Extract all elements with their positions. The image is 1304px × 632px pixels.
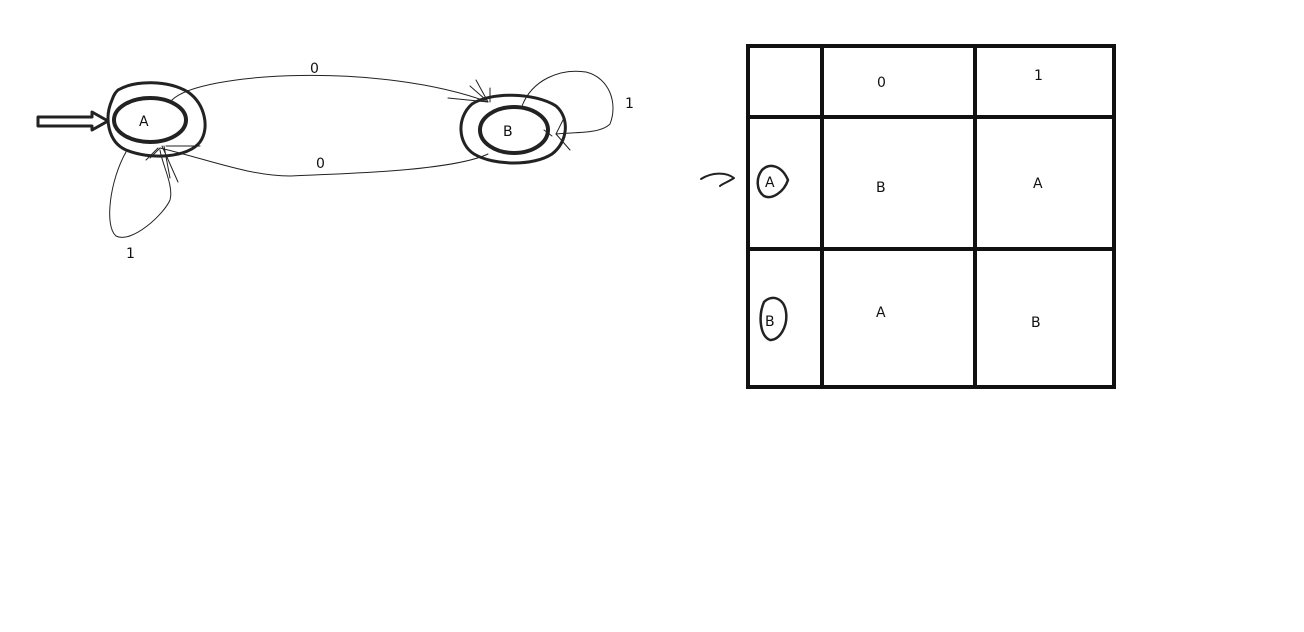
row-a-cell-0: B bbox=[876, 180, 886, 196]
self-loop-a-label: 1 bbox=[126, 246, 135, 262]
row-b-cell-1: B bbox=[1031, 315, 1041, 331]
state-diagram: A B 0 0 1 1 bbox=[36, 61, 634, 262]
self-loop-b-label: 1 bbox=[625, 96, 634, 112]
state-a-inner-circle bbox=[112, 96, 188, 144]
row-a-cell-1: A bbox=[1033, 176, 1043, 192]
arrowhead-icon bbox=[447, 79, 491, 103]
row-b-state-circle bbox=[759, 296, 788, 342]
start-arrow-icon bbox=[36, 110, 110, 132]
edge-b-to-a-label: 0 bbox=[316, 156, 325, 172]
table-row: B A B bbox=[759, 296, 1041, 342]
state-a-outer-ring bbox=[106, 81, 207, 158]
state-a-label: A bbox=[139, 114, 149, 130]
self-loop-b: 1 bbox=[521, 70, 634, 151]
row-b-cell-0: A bbox=[876, 305, 886, 321]
table-border bbox=[746, 44, 1116, 389]
row-a-state-label: A bbox=[765, 175, 775, 191]
table-header-1: 1 bbox=[1034, 68, 1043, 84]
edge-b-to-a: 0 bbox=[145, 145, 489, 183]
row-b-state-label: B bbox=[765, 314, 775, 330]
state-b: B bbox=[459, 93, 567, 165]
state-b-inner-circle bbox=[478, 105, 550, 155]
self-loop-a: 1 bbox=[109, 149, 172, 262]
edge-a-to-b-label: 0 bbox=[310, 61, 319, 77]
arrowhead-icon bbox=[543, 117, 571, 151]
state-b-label: B bbox=[503, 124, 513, 140]
edge-a-to-b: 0 bbox=[171, 61, 491, 103]
state-a: A bbox=[106, 81, 207, 158]
row-a-state-circle bbox=[756, 164, 790, 199]
start-arrow-icon bbox=[700, 172, 735, 187]
transition-table: 0 1 A B A B A B bbox=[700, 44, 1116, 389]
table-row: A B A bbox=[700, 164, 1043, 199]
arrowhead-icon bbox=[145, 145, 201, 183]
table-header-0: 0 bbox=[877, 75, 886, 91]
